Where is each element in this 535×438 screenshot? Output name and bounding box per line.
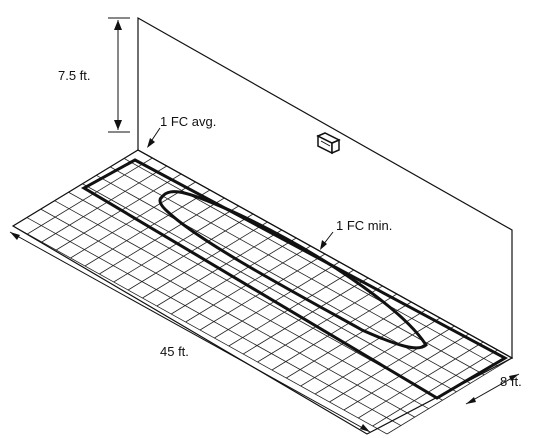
grid-line [228,269,354,347]
grid-line [12,225,388,435]
avg-label: 1 FC avg. [160,114,216,129]
min-label: 1 FC min. [336,218,392,233]
grid-line [96,174,471,384]
grid-line [84,189,211,267]
wall-light-fixture-icon [316,132,341,155]
grid-line [40,208,415,418]
grid-line [372,349,498,427]
height-dimension [108,17,130,133]
avg-contour [80,158,509,400]
width-label: 8 ft. [500,374,522,389]
grid-line [257,285,383,363]
grid-line [358,341,484,419]
grid-line [41,165,167,243]
grid-line [343,333,470,411]
grid-line [214,261,340,339]
grid-line [286,301,412,379]
floor-outline [11,149,514,435]
wall-panel [137,16,513,360]
grid-line [199,253,326,331]
grid-line [82,183,457,393]
min-leader [320,231,334,250]
grid-line [386,357,513,435]
height-label: 7.5 ft. [58,68,91,83]
grid-line [54,200,429,410]
grid-line [329,325,455,403]
grid-line [271,293,398,371]
min-contour [158,190,428,350]
length-label: 45 ft. [160,344,189,359]
grid-line [70,181,196,259]
grid-line [300,309,426,387]
grid-line [55,173,182,251]
grid-line [27,157,153,235]
floor-grid [12,149,513,435]
width-dimension [465,373,520,405]
grid-line [314,317,441,395]
grid-line [242,277,369,355]
grid-line [26,217,402,426]
length-dimension [9,231,371,433]
avg-leader [147,127,161,148]
